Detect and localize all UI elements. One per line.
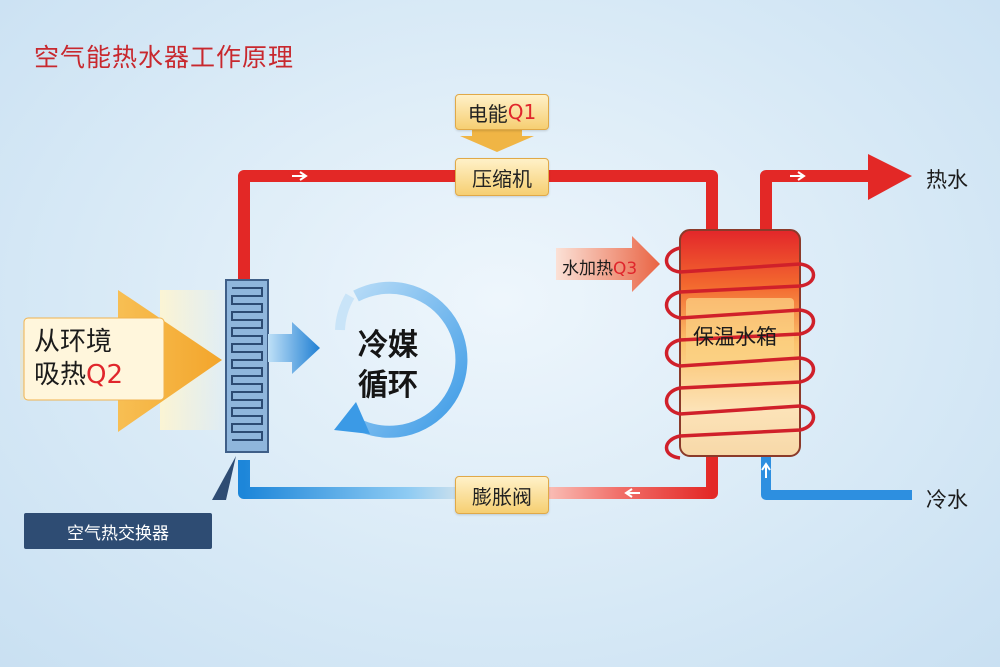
flow-arrow-icon xyxy=(292,171,308,181)
compressor-label: 压缩机 xyxy=(472,166,532,191)
air-heat-exchanger xyxy=(225,279,269,453)
hot-water-pipe xyxy=(760,170,872,232)
env-heat-panel xyxy=(23,317,165,401)
power-code: Q1 xyxy=(507,100,537,124)
heating-coil xyxy=(664,246,816,460)
cold-water-label: 冷水 xyxy=(926,488,968,512)
exchanger-pointer xyxy=(212,456,236,500)
expansion-valve-box: 膨胀阀 xyxy=(455,476,549,514)
flow-arrow-icon xyxy=(624,488,640,498)
power-arrow xyxy=(460,128,534,152)
refrigerant-label: 冷媒 循环 xyxy=(358,328,418,403)
refrigerant-cycle-icon xyxy=(334,281,468,438)
flow-arrow-icon xyxy=(761,462,771,478)
cold-air-arrow xyxy=(268,322,320,374)
hot-water-arrow xyxy=(868,154,912,200)
tank-label: 保温水箱 xyxy=(693,325,777,349)
power-label: 电能 xyxy=(467,101,508,126)
heat-exchanger-label: 空气热交换器 xyxy=(24,513,212,549)
flow-arrow-icon xyxy=(790,171,806,181)
cold-water-pipe xyxy=(761,456,912,500)
env-heat-label: 从环境 吸热Q2 xyxy=(34,327,124,390)
water-heat-arrow xyxy=(556,236,660,292)
hot-water-label: 热水 xyxy=(926,168,968,192)
compressor-box: 压缩机 xyxy=(455,158,549,196)
page-title: 空气能热水器工作原理 xyxy=(34,43,295,72)
water-heat-label: 水加热Q3 xyxy=(562,259,638,279)
expansion-valve-label: 膨胀阀 xyxy=(472,484,532,509)
